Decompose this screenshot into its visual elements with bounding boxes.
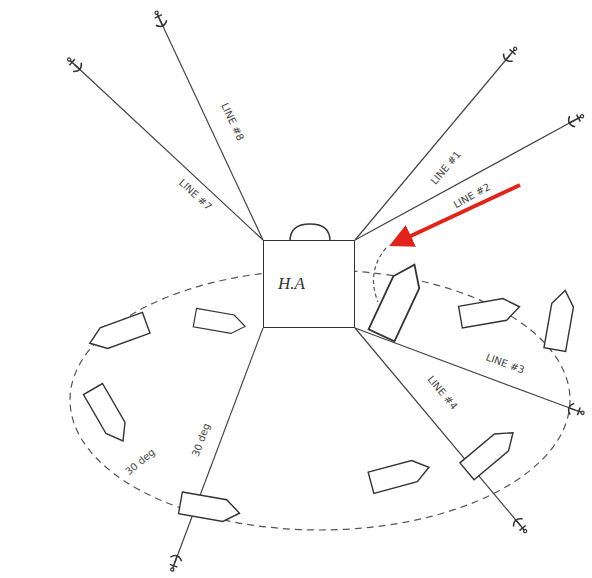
boat — [368, 457, 432, 494]
boat — [460, 424, 520, 479]
platform-box: H.A — [263, 240, 355, 328]
line-label: 30 deg — [189, 421, 213, 460]
mooring-line — [355, 55, 510, 240]
mooring-line — [175, 328, 263, 562]
mooring-line — [75, 65, 263, 240]
boat — [83, 384, 132, 447]
boat — [193, 308, 246, 335]
boat — [459, 296, 522, 328]
line-label: LINE #3 — [483, 351, 527, 377]
anchor-symbol — [566, 110, 586, 128]
mooring-line — [160, 20, 263, 240]
boat — [544, 289, 576, 352]
platform-arch — [290, 224, 330, 241]
mooring-lines — [75, 20, 575, 562]
mooring-line — [355, 120, 575, 240]
line-label: LINE #7 — [175, 176, 214, 214]
line-label: LINE #8 — [218, 100, 247, 143]
boat — [369, 259, 428, 342]
anchor-symbol — [64, 54, 84, 74]
anchor-symbol — [566, 402, 586, 419]
anchor-symbol — [151, 9, 169, 29]
anchor-symbol — [166, 553, 183, 573]
anchor-symbol — [501, 44, 521, 64]
anchor-symbol — [511, 516, 531, 536]
line-label: 30 deg — [122, 446, 158, 479]
boat — [179, 492, 242, 524]
line-label: LINE #1 — [428, 148, 464, 188]
platform-name: H.A — [278, 274, 305, 294]
pointer-arrow — [400, 185, 520, 241]
boat — [86, 312, 150, 353]
mooring-line — [355, 328, 575, 410]
line-label: LINE #4 — [424, 373, 460, 413]
